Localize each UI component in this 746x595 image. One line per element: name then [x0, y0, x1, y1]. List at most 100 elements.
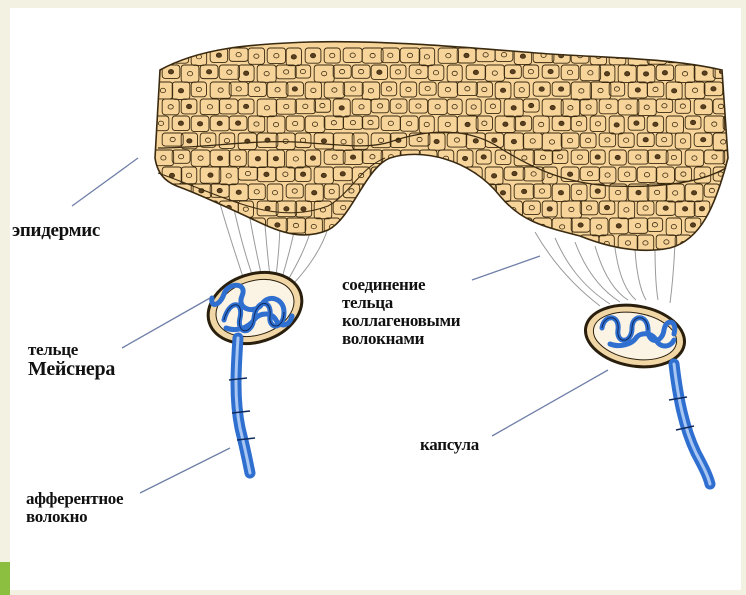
cell-nucleus — [558, 191, 563, 195]
cell-nucleus — [604, 205, 609, 209]
cell-nucleus — [643, 138, 648, 142]
cell-nucleus — [215, 256, 220, 260]
cell-nucleus — [206, 70, 211, 74]
cell-nucleus — [643, 72, 648, 76]
cell-nucleus — [321, 139, 326, 143]
cell-nucleus — [415, 208, 420, 212]
epidermis-cell — [153, 218, 169, 232]
label-connection-line1: соединение — [342, 276, 460, 294]
cell-nucleus — [395, 241, 400, 245]
cell-nucleus — [625, 72, 630, 76]
epidermis-cell — [200, 235, 216, 252]
cell-nucleus — [540, 257, 545, 261]
cell-nucleus — [539, 87, 544, 91]
cell-nucleus — [699, 207, 704, 211]
cell-nucleus — [464, 257, 469, 261]
cell-nucleus — [739, 139, 741, 143]
epidermis-cell — [723, 252, 741, 267]
afferent-fiber-left — [229, 338, 255, 473]
cell-nucleus — [691, 191, 696, 195]
label-corpuscle-line1: тельце — [28, 341, 115, 359]
cell-nucleus — [217, 224, 222, 228]
cell-nucleus — [178, 225, 183, 229]
cell-nucleus — [434, 207, 439, 211]
epidermis-cell — [248, 252, 264, 265]
cell-nucleus — [701, 105, 706, 109]
cell-nucleus — [331, 256, 336, 260]
epidermis-cell — [153, 184, 171, 201]
cell-nucleus — [339, 106, 344, 110]
cell-nucleus — [414, 241, 419, 245]
epidermis-cell — [561, 235, 577, 250]
cell-nucleus — [491, 174, 496, 178]
cell-nucleus — [264, 172, 269, 176]
cell-nucleus — [493, 241, 498, 245]
epidermis-cell — [390, 235, 405, 252]
epidermis-cell — [428, 235, 444, 249]
cell-nucleus — [434, 240, 439, 244]
cell-nucleus — [434, 139, 439, 143]
epidermis-cell — [476, 218, 492, 233]
cell-nucleus — [636, 190, 641, 194]
leader-afferent — [140, 448, 230, 493]
label-capsule: капсула — [420, 436, 479, 454]
cell-nucleus — [273, 257, 278, 261]
epidermis-cell — [694, 235, 711, 248]
epidermis-cell — [685, 252, 705, 269]
cell-nucleus — [738, 104, 741, 108]
epidermis-body — [155, 42, 728, 251]
label-corpuscle: тельце Мейснера — [28, 341, 115, 380]
cell-nucleus — [522, 189, 527, 193]
cell-nucleus — [197, 122, 202, 126]
cell-nucleus — [310, 53, 315, 57]
cell-nucleus — [730, 155, 735, 159]
cell-nucleus — [254, 224, 259, 228]
cell-nucleus — [310, 156, 315, 160]
cell-nucleus — [245, 242, 250, 246]
cell-nucleus — [178, 89, 183, 93]
cell-nucleus — [396, 173, 401, 177]
cell-nucleus — [206, 241, 211, 245]
epidermis-cell — [732, 201, 741, 219]
epidermis-cell — [343, 252, 363, 266]
cell-nucleus — [559, 121, 564, 125]
cell-nucleus — [587, 241, 592, 245]
cell-nucleus — [719, 69, 724, 73]
label-afferent-line1: афферентное — [26, 490, 123, 508]
cell-nucleus — [424, 190, 429, 194]
epidermis-cell — [381, 218, 400, 231]
epidermis-cell — [732, 167, 741, 182]
cell-nucleus — [178, 121, 183, 125]
epidermis-cell — [333, 235, 353, 253]
label-epidermis: эпидермис — [12, 221, 100, 241]
cell-nucleus — [691, 53, 696, 57]
epidermis-cell — [704, 48, 723, 62]
epidermis-cell — [381, 252, 402, 269]
slide: эпидермис тельце Мейснера соединение тел… — [10, 8, 741, 590]
epidermis-cell — [704, 252, 719, 270]
label-connection: соединение тельца коллагеновыми волокнам… — [342, 276, 460, 347]
epidermis-cell — [723, 48, 738, 63]
cell-nucleus — [462, 223, 467, 227]
cell-nucleus — [482, 223, 487, 227]
cell-nucleus — [559, 258, 564, 262]
cell-nucleus — [728, 223, 733, 227]
cell-nucleus — [350, 155, 355, 159]
cell-nucleus — [160, 54, 165, 58]
cell-nucleus — [321, 173, 326, 177]
cell-nucleus — [273, 156, 278, 160]
cell-nucleus — [548, 69, 553, 73]
epidermis-cell — [390, 201, 410, 218]
epidermis-cell — [295, 235, 315, 251]
epidermis-cell — [723, 218, 739, 232]
cell-nucleus — [578, 223, 583, 227]
cell-nucleus — [159, 257, 164, 261]
cell-nucleus — [566, 240, 571, 244]
cell-nucleus — [559, 87, 564, 91]
cell-nucleus — [244, 104, 249, 108]
cell-nucleus — [615, 54, 620, 58]
epidermis-cell — [381, 184, 400, 202]
cell-nucleus — [728, 121, 733, 125]
epidermis-cell — [419, 218, 434, 233]
epidermis-cell — [362, 184, 381, 200]
